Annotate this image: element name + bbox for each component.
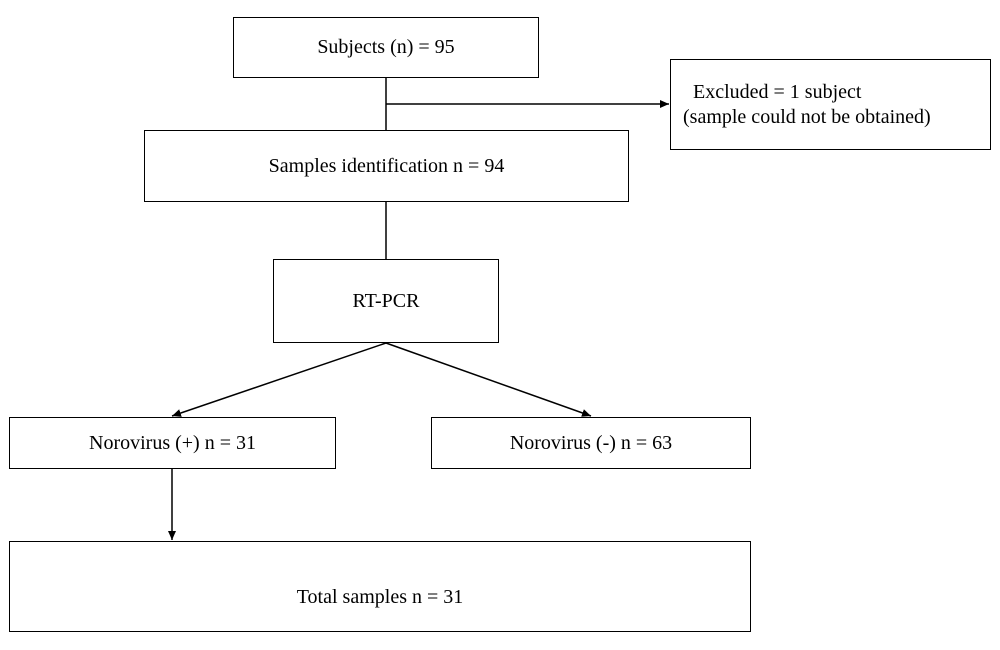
rt-pcr-box: RT-PCR [273,259,499,343]
excluded-label: Excluded = 1 subject [693,80,862,103]
norovirus-positive-label: Norovirus (+) n = 31 [89,431,256,454]
norovirus-positive-box: Norovirus (+) n = 31 [9,417,336,469]
arrow-to-norovirus-negative [385,342,592,417]
rt-pcr-label: RT-PCR [352,289,420,312]
arrow-to-norovirus-positive [171,342,387,417]
total-samples-box: Total samples n = 31 [9,541,751,632]
subjects-label: Subjects (n) = 95 [317,36,455,58]
samples-identification-label: Samples identification n = 94 [268,154,505,177]
samples-identification-box: Samples identification n = 94 [144,130,629,202]
total-samples-label: Total samples n = 31 [296,586,464,608]
excluded-box: Excluded = 1 subject (sample could not b… [670,59,991,150]
subjects-box: Subjects (n) = 95 [233,17,539,78]
excluded-reason: (sample could not be obtained) [683,105,931,128]
norovirus-negative-label: Norovirus (-) n = 63 [509,431,673,454]
norovirus-negative-box: Norovirus (-) n = 63 [431,417,751,469]
